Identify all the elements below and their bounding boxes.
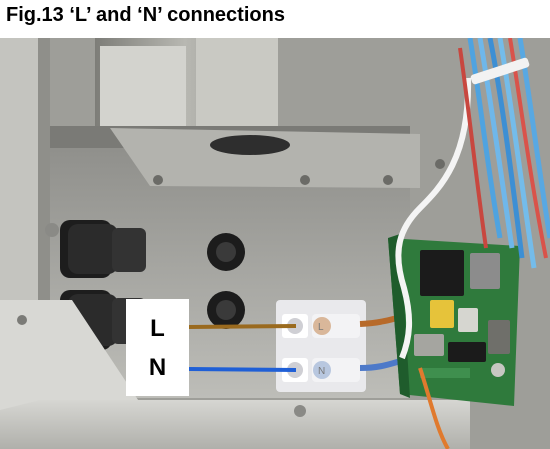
left-bolt <box>45 223 59 237</box>
grommet-lower-inner <box>216 300 236 320</box>
white-cable <box>395 77 472 360</box>
live-callout-line <box>188 324 297 329</box>
left-wall-edge <box>38 38 50 330</box>
boiler-wiring-photo: L N <box>0 38 550 449</box>
figure-title: Fig.13 ‘L’ and ‘N’ connections <box>6 4 285 26</box>
upper-shelf <box>110 128 420 188</box>
orange-wire <box>418 367 450 449</box>
top-housing-front <box>100 46 186 126</box>
grommet-upper-inner <box>216 242 236 262</box>
terminal-mark-l: L <box>318 322 324 333</box>
top-housing-right <box>196 38 278 130</box>
floor-screw <box>294 405 306 417</box>
shelf-grommet <box>210 135 290 155</box>
shelf-screw-1 <box>153 175 163 185</box>
live-label: L <box>150 315 165 342</box>
neutral-callout-line <box>188 367 297 372</box>
control-pcb <box>388 234 520 406</box>
shelf-screw-3 <box>383 175 393 185</box>
left-bracket <box>0 300 150 418</box>
bracket-screw-top <box>17 315 27 325</box>
left-wall <box>0 38 50 383</box>
cable-gland-upper <box>60 220 146 278</box>
shelf-screw-2 <box>300 175 310 185</box>
terminal-block: L N <box>276 300 366 392</box>
neutral-label: N <box>148 354 167 381</box>
floor-plate <box>0 400 470 449</box>
connection-label-box: L N <box>126 299 189 396</box>
shelf-screw-4 <box>435 159 445 169</box>
wire-bundle <box>458 38 550 269</box>
terminal-mark-n: N <box>318 366 325 377</box>
